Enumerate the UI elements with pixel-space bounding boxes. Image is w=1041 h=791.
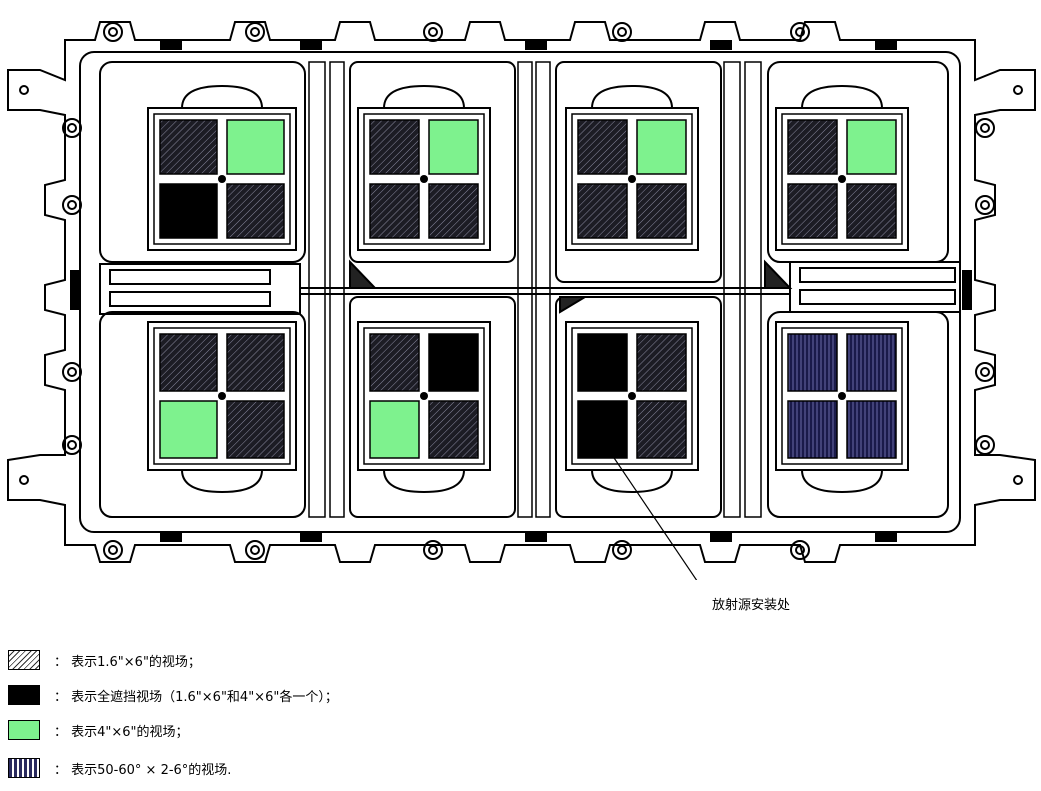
field-of-view-cell-hatch [226, 333, 285, 392]
module-inner-frame [153, 113, 291, 245]
horizontal-brackets [99, 259, 961, 315]
field-of-view-cell-hatch [369, 119, 420, 175]
legend-text: ： 表示1.6"×6"的视场； [54, 654, 201, 670]
module-center-screw [218, 175, 226, 183]
hatch-swatch-icon [8, 650, 40, 670]
field-of-view-cell-green [159, 400, 218, 459]
module-inner-frame [153, 327, 291, 465]
module-tab [801, 84, 883, 109]
field-of-view-cell-green [428, 119, 479, 175]
field-of-view-cell-hatch [577, 119, 628, 175]
field-of-view-cell-green [846, 119, 897, 175]
field-of-view-cell-hatch [636, 183, 687, 239]
field-of-view-cell-hatch [369, 183, 420, 239]
field-of-view-cell-hatch [846, 183, 897, 239]
field-of-view-cell-green [369, 400, 420, 459]
legend-row-hatch: ： 表示1.6"×6"的视场； [8, 648, 201, 672]
detector-module [775, 84, 909, 251]
vertical-rails [308, 61, 762, 518]
detector-module [357, 84, 491, 251]
black-swatch-icon [8, 685, 40, 705]
module-inner-frame [571, 327, 693, 465]
detector-module [147, 84, 297, 251]
field-of-view-cell-black [577, 333, 628, 392]
module-center-screw [628, 175, 636, 183]
detector-module [565, 84, 699, 251]
detector-module [147, 321, 297, 494]
detector-modules [147, 84, 909, 494]
field-of-view-cell-black [159, 183, 218, 239]
rim-clamps [70, 40, 972, 542]
module-center-screw [218, 392, 226, 400]
callout-leader [605, 445, 698, 580]
field-of-view-cell-green [226, 119, 285, 175]
field-of-view-cell-black [577, 400, 628, 459]
module-tab [383, 469, 465, 494]
module-tab [591, 84, 673, 109]
detector-module [565, 321, 699, 494]
field-of-view-cell-vstripe [787, 333, 838, 392]
field-of-view-cell-hatch [787, 183, 838, 239]
field-of-view-cell-vstripe [787, 400, 838, 459]
field-of-view-cell-green [636, 119, 687, 175]
module-center-screw [628, 392, 636, 400]
field-of-view-cell-hatch [159, 333, 218, 392]
rim-bolts [19, 22, 1023, 560]
detector-assembly-drawing [7, 21, 1036, 580]
field-of-view-cell-hatch [226, 183, 285, 239]
stripe-swatch-icon [8, 758, 40, 778]
module-center-screw [838, 175, 846, 183]
legend-row-stripe: ： 表示50-60° × 2-6°的视场. [8, 756, 231, 780]
module-inner-frame [363, 327, 485, 465]
detector-module [357, 321, 491, 494]
field-of-view-cell-hatch [577, 183, 628, 239]
module-center-screw [838, 392, 846, 400]
field-of-view-cell-black [428, 333, 479, 392]
green-swatch-icon [8, 720, 40, 740]
legend-row-green: ： 表示4"×6"的视场； [8, 718, 189, 742]
legend-text: ： 表示50-60° × 2-6°的视场. [54, 762, 232, 778]
field-of-view-cell-hatch [226, 400, 285, 459]
field-of-view-cell-hatch [636, 400, 687, 459]
legend-text: ： 表示4"×6"的视场； [54, 724, 189, 740]
module-tab [801, 469, 883, 494]
module-center-screw [420, 175, 428, 183]
module-tab [181, 84, 263, 109]
module-center-screw [420, 392, 428, 400]
module-inner-frame [781, 327, 903, 465]
module-tab [181, 469, 263, 494]
field-of-view-cell-vstripe [846, 333, 897, 392]
field-of-view-cell-vstripe [846, 400, 897, 459]
field-of-view-cell-hatch [369, 333, 420, 392]
module-inner-frame [363, 113, 485, 245]
module-tab [383, 84, 465, 109]
field-of-view-cell-hatch [159, 119, 218, 175]
module-inner-frame [781, 113, 903, 245]
module-inner-frame [571, 113, 693, 245]
field-of-view-cell-hatch [428, 183, 479, 239]
legend-text: ： 表示全遮挡视场（1.6"×6"和4"×6"各一个）； [54, 689, 338, 705]
field-of-view-cell-hatch [636, 333, 687, 392]
detector-module [775, 321, 909, 494]
source-mount-callout: 放射源安装处 [712, 598, 791, 613]
field-of-view-cell-hatch [428, 400, 479, 459]
field-of-view-cell-hatch [787, 119, 838, 175]
module-tab [591, 469, 673, 494]
legend-row-black: ： 表示全遮挡视场（1.6"×6"和4"×6"各一个）； [8, 683, 338, 707]
